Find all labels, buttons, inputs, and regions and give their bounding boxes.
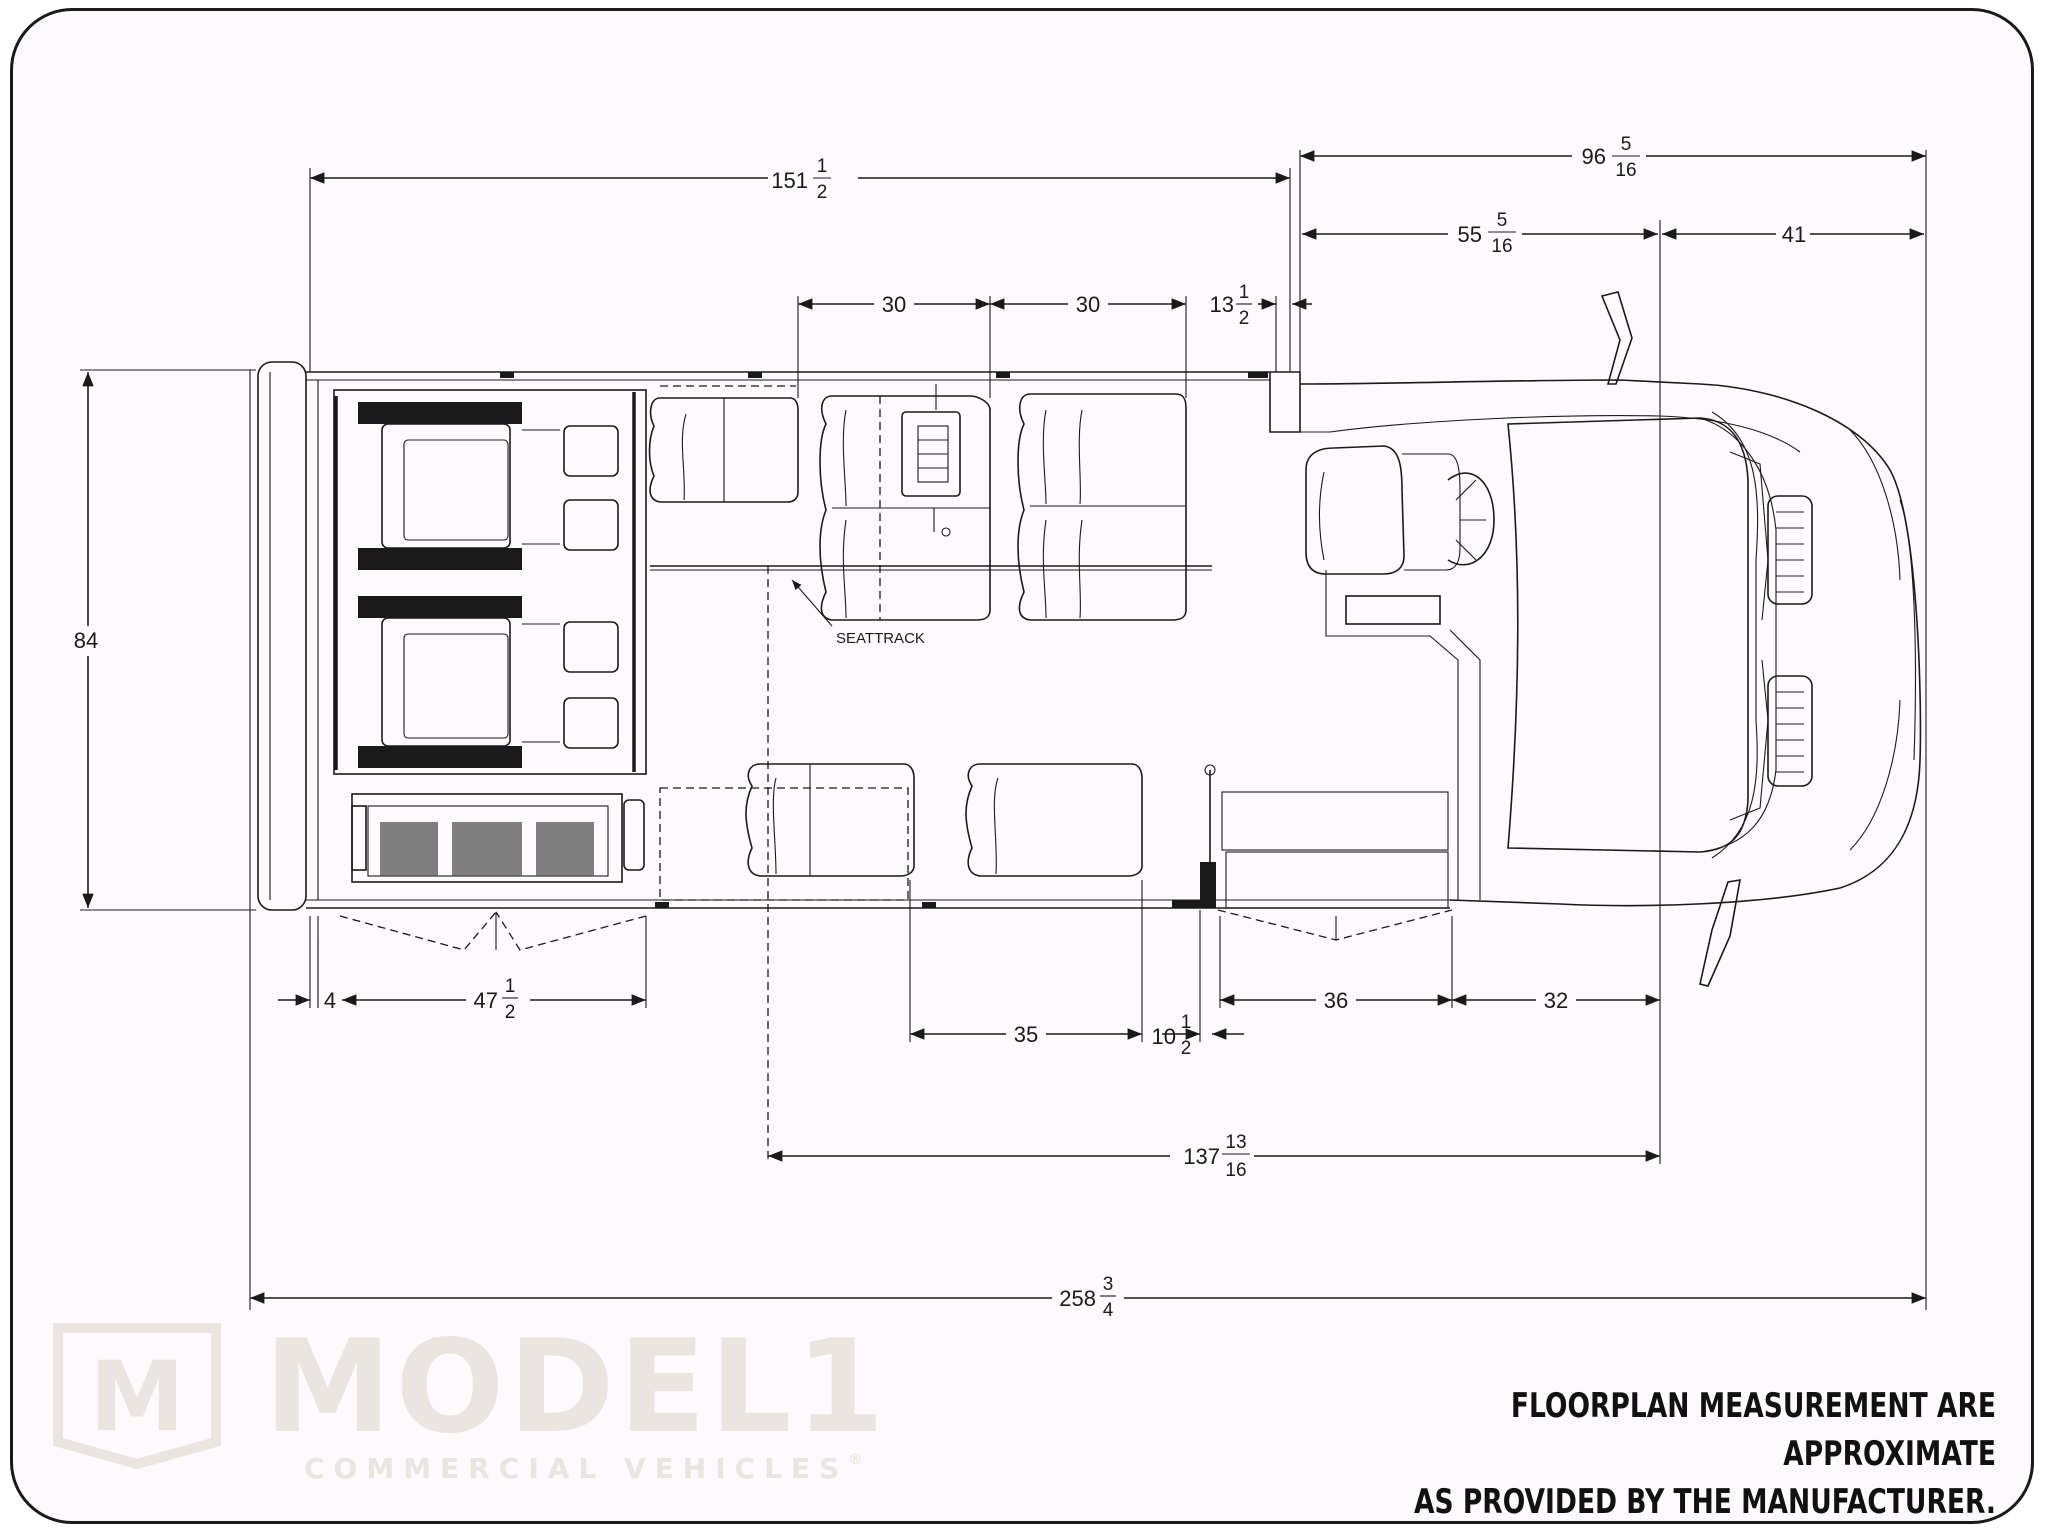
left-mirror bbox=[1600, 291, 1633, 385]
dimension-labels: 151 1 2 96 5 16 55 5 16 41 bbox=[68, 134, 1810, 1326]
rear-door-swing bbox=[339, 911, 497, 951]
seat-row-4 bbox=[659, 763, 915, 901]
svg-text:13: 13 bbox=[1225, 1132, 1246, 1153]
svg-text:151: 151 bbox=[771, 168, 808, 193]
svg-text:2: 2 bbox=[817, 182, 828, 203]
svg-text:13: 13 bbox=[1210, 292, 1234, 317]
rounded-frame bbox=[10, 8, 2034, 1524]
dim-label-47: 47 1 2 bbox=[474, 976, 518, 1023]
svg-text:3: 3 bbox=[1103, 1274, 1114, 1295]
rear-bumper bbox=[257, 361, 307, 911]
dim-label-151: 151 1 2 bbox=[771, 156, 831, 203]
svg-text:2: 2 bbox=[1239, 308, 1250, 329]
rear-wheelchair-area bbox=[333, 389, 647, 951]
front-grille-top bbox=[1767, 495, 1813, 605]
svg-text:4: 4 bbox=[1103, 1300, 1114, 1321]
dim-label-96: 96 5 16 bbox=[1582, 134, 1640, 181]
wheelchair-position-1 bbox=[358, 402, 619, 570]
dim-label-258: 258 3 4 bbox=[1059, 1274, 1116, 1321]
logo-shield-icon: M bbox=[53, 1323, 221, 1470]
seat-row-2 bbox=[819, 384, 991, 621]
svg-text:137: 137 bbox=[1183, 1144, 1220, 1169]
dim-label-32: 32 bbox=[1544, 988, 1568, 1013]
svg-text:16: 16 bbox=[1615, 160, 1636, 181]
disclaimer-line-1: FLOORPLAN MEASUREMENT ARE APPROXIMATE bbox=[1510, 1386, 1996, 1474]
logo-wordmark: MODEL1 bbox=[264, 1313, 889, 1462]
svg-text:5: 5 bbox=[1621, 134, 1632, 155]
dim-label-41: 41 bbox=[1782, 222, 1806, 247]
svg-text:10: 10 bbox=[1152, 1024, 1176, 1049]
dim-label-36: 36 bbox=[1324, 988, 1348, 1013]
cab-outline bbox=[1299, 379, 1922, 907]
svg-text:1: 1 bbox=[1239, 282, 1250, 303]
model1-logo: M MODEL1 COMMERCIAL VEHICLES® bbox=[52, 1318, 885, 1488]
dim-label-4: 4 bbox=[324, 988, 336, 1013]
seat-row-5 bbox=[965, 763, 1143, 877]
steering-wheel bbox=[1447, 472, 1495, 566]
dashboard bbox=[1507, 417, 1749, 853]
dim-label-10: 10 1 2 bbox=[1152, 1012, 1194, 1059]
right-mirror bbox=[1699, 879, 1741, 987]
wheelchair-lift bbox=[351, 793, 645, 883]
svg-text:16: 16 bbox=[1491, 236, 1512, 257]
measurement-disclaimer: FLOORPLAN MEASUREMENT ARE APPROXIMATE AS… bbox=[1294, 1382, 1996, 1526]
svg-text:258: 258 bbox=[1059, 1286, 1096, 1311]
dim-label-137: 137 13 16 bbox=[1183, 1132, 1250, 1181]
disclaimer-line-2: AS PROVIDED BY THE MANUFACTURER. bbox=[1413, 1482, 1996, 1522]
svg-text:55: 55 bbox=[1458, 222, 1482, 247]
svg-text:2: 2 bbox=[505, 1002, 516, 1023]
svg-text:1: 1 bbox=[1181, 1012, 1192, 1033]
seattrack-label: SEATTRACK bbox=[836, 630, 925, 647]
seat-row-3 bbox=[1017, 393, 1187, 621]
dim-label-30a: 30 bbox=[882, 292, 906, 317]
svg-text:M: M bbox=[89, 1341, 185, 1453]
dim-label-35: 35 bbox=[1014, 1022, 1038, 1047]
svg-text:1: 1 bbox=[817, 156, 828, 177]
logo-subtitle: COMMERCIAL VEHICLES® bbox=[304, 1452, 863, 1485]
svg-text:2: 2 bbox=[1181, 1038, 1192, 1059]
dim-label-30b: 30 bbox=[1076, 292, 1100, 317]
svg-text:1: 1 bbox=[505, 976, 516, 997]
svg-text:16: 16 bbox=[1225, 1160, 1246, 1181]
wheelchair-belt-retractor bbox=[901, 411, 961, 497]
dim-label-55: 55 5 16 bbox=[1458, 210, 1516, 257]
entry-door-swing bbox=[1217, 909, 1453, 941]
dim-label-84: 84 bbox=[74, 628, 98, 653]
svg-text:47: 47 bbox=[474, 988, 498, 1013]
front-grille-bottom bbox=[1767, 675, 1813, 787]
passenger-seats: SEATTRACK bbox=[648, 384, 1453, 1164]
seat-row-1 bbox=[648, 385, 799, 503]
driver-seat bbox=[1305, 445, 1405, 575]
wheelchair-position-2 bbox=[358, 596, 619, 768]
center-console bbox=[1345, 595, 1441, 625]
dim-label-13: 13 1 2 bbox=[1210, 282, 1252, 329]
entry-step bbox=[1221, 791, 1449, 851]
svg-text:5: 5 bbox=[1497, 210, 1508, 231]
dimension-lines bbox=[80, 150, 1927, 1310]
svg-text:96: 96 bbox=[1582, 144, 1606, 169]
